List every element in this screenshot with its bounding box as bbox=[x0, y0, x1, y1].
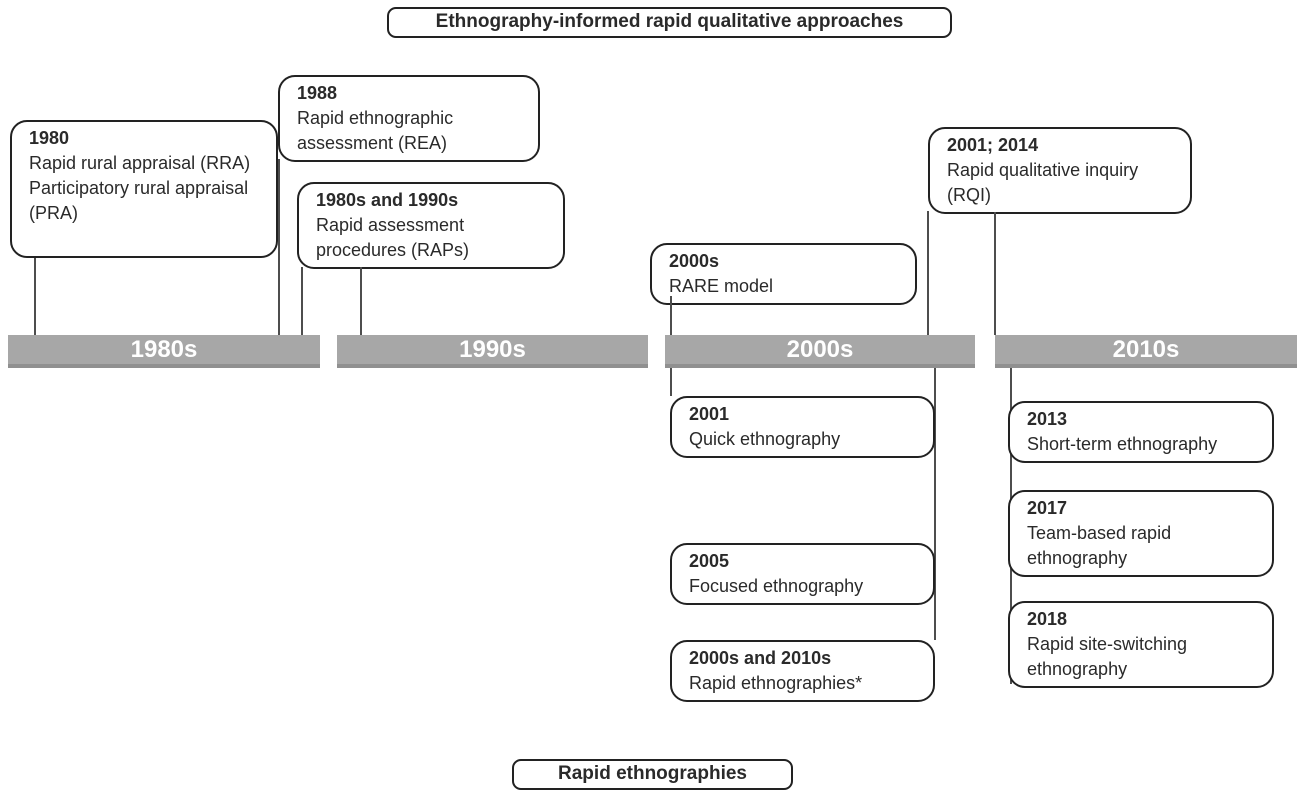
event-text: Quick ethnography bbox=[689, 429, 841, 449]
event-box-2013: 2013 Short-term ethnography bbox=[1008, 401, 1274, 463]
decade-bar-2010s: 2010s bbox=[995, 335, 1297, 368]
event-year: 2018 bbox=[1027, 609, 1068, 629]
event-text: Team-based rapid ethnography bbox=[1027, 523, 1172, 568]
decade-bar-label: 2010s bbox=[1112, 335, 1180, 363]
event-box-2001-2014: 2001; 2014 Rapid qualitative inquiry (RQ… bbox=[928, 127, 1192, 214]
event-box-2005: 2005 Focused ethnography bbox=[670, 543, 935, 605]
event-text: RARE model bbox=[669, 276, 774, 296]
event-year: 2017 bbox=[1027, 498, 1068, 518]
connector-1988-to-1980s-bar bbox=[278, 159, 280, 335]
event-text: Participatory rural appraisal (PRA) bbox=[29, 178, 249, 223]
event-year: 1988 bbox=[297, 83, 338, 103]
event-box-2000s-2010s: 2000s and 2010s Rapid ethnographies* bbox=[670, 640, 935, 702]
decade-bar-label: 2000s bbox=[786, 335, 854, 363]
decade-bar-label: 1980s bbox=[130, 335, 198, 363]
connector-2000s-bar-to-2000s-2010s-box bbox=[934, 368, 936, 640]
event-text: Rapid ethnographic assessment (REA) bbox=[297, 108, 454, 153]
event-box-1988: 1988 Rapid ethnographic assessment (REA) bbox=[278, 75, 540, 162]
event-text: Rapid assessment procedures (RAPs) bbox=[316, 215, 470, 260]
decade-bar-label: 1990s bbox=[459, 335, 526, 363]
decade-bar-1980s: 1980s bbox=[8, 335, 320, 368]
event-box-1980: 1980 Rapid rural appraisal (RRA) Partici… bbox=[10, 120, 278, 258]
event-year: 2005 bbox=[689, 551, 730, 571]
bottom-category-label: Rapid ethnographies bbox=[512, 759, 793, 790]
event-text: Focused ethnography bbox=[689, 576, 864, 596]
event-year: 2000s and 2010s bbox=[689, 648, 832, 668]
event-text: Rapid rural appraisal (RRA) bbox=[29, 153, 251, 173]
event-text: Rapid site-switching ethnography bbox=[1027, 634, 1188, 679]
event-box-rare-2000s: 2000s RARE model bbox=[650, 243, 917, 305]
bottom-category-label-text: Rapid ethnographies bbox=[558, 763, 747, 784]
decade-bar-1990s: 1990s bbox=[337, 335, 648, 368]
connector-1980-to-1980s-bar bbox=[34, 258, 36, 335]
event-box-2017: 2017 Team-based rapid ethnography bbox=[1008, 490, 1274, 577]
event-text: Rapid ethnographies* bbox=[689, 673, 863, 693]
event-text: Short-term ethnography bbox=[1027, 434, 1218, 454]
top-category-label: Ethnography-informed rapid qualitative a… bbox=[387, 7, 952, 38]
event-box-1980s-1990s: 1980s and 1990s Rapid assessment procedu… bbox=[297, 182, 565, 269]
event-year: 2001; 2014 bbox=[947, 135, 1039, 155]
decade-bar-2000s: 2000s bbox=[665, 335, 975, 368]
event-year: 2000s bbox=[669, 251, 720, 271]
event-box-2018: 2018 Rapid site-switching ethnography bbox=[1008, 601, 1274, 688]
event-year: 1980 bbox=[29, 128, 70, 148]
event-year: 1980s and 1990s bbox=[316, 190, 459, 210]
connector-rare-to-2000s-bar bbox=[670, 296, 672, 335]
event-year: 2001 bbox=[689, 404, 730, 424]
connector-raps-to-1990s-bar bbox=[360, 267, 362, 335]
top-category-label-text: Ethnography-informed rapid qualitative a… bbox=[435, 11, 904, 32]
event-box-2001: 2001 Quick ethnography bbox=[670, 396, 935, 458]
event-text: Rapid qualitative inquiry (RQI) bbox=[947, 160, 1139, 205]
connector-rqi-to-2000s-bar bbox=[927, 211, 929, 335]
connector-raps-to-1980s-bar bbox=[301, 267, 303, 335]
connector-2000s-bar-to-2001-box bbox=[670, 368, 672, 396]
event-year: 2013 bbox=[1027, 409, 1068, 429]
connector-rqi-to-2010s-bar bbox=[994, 212, 996, 335]
